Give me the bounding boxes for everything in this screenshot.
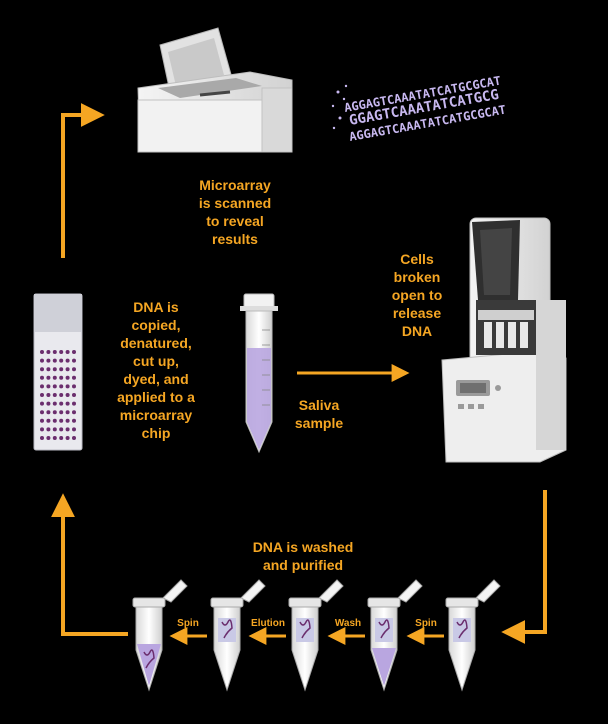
- chip-spot: [52, 375, 57, 380]
- step-label-wash: Wash: [334, 618, 362, 629]
- chip-spot: [72, 436, 76, 440]
- chip-spot: [59, 418, 64, 423]
- chip-spot: [65, 375, 70, 380]
- chip-spot: [46, 350, 51, 354]
- microcentrifuge-tube-icon: [210, 579, 266, 692]
- chip-spot: [72, 350, 76, 354]
- chip-spot: [59, 427, 64, 432]
- chip-spot: [59, 393, 64, 397]
- saliva-tube-icon: [240, 293, 278, 454]
- flow-arrow-tubes-to-chip: [51, 493, 128, 636]
- microcentrifuge-tube-icon: [445, 579, 501, 692]
- step-label-spin-second: Spin: [177, 618, 199, 629]
- chip-spot: [46, 418, 51, 423]
- microcentrifuge-tube-icon: [288, 579, 344, 692]
- chip-spot: [40, 350, 44, 354]
- chip-spot: [65, 436, 70, 440]
- cells-broken-label: Cells broken open to release DNA: [391, 251, 443, 339]
- chip-spot: [65, 358, 70, 363]
- chip-spot: [52, 410, 57, 415]
- chip-spot: [72, 375, 76, 380]
- chip-spot: [40, 375, 44, 380]
- chip-spot: [59, 350, 64, 354]
- chip-spot: [59, 410, 64, 415]
- chip-spot: [72, 427, 76, 432]
- chip-spot: [65, 401, 70, 406]
- microcentrifuge-tube-icon: [132, 579, 188, 692]
- chip-spot: [59, 367, 64, 372]
- chip-spot: [59, 358, 64, 363]
- chip-spot: [72, 384, 76, 389]
- chip-spot: [46, 410, 51, 415]
- chip-spot: [52, 418, 57, 423]
- chip-spot: [46, 427, 51, 432]
- dna-copied-label: DNA is copied, denatured, cut up, dyed, …: [117, 299, 195, 441]
- chip-spot: [52, 436, 57, 440]
- chip-spot: [40, 427, 44, 432]
- microarray-scanner-icon: [137, 27, 293, 153]
- chip-spot: [40, 367, 44, 372]
- chip-spot: [65, 367, 70, 372]
- flow-arrow-machine-to-tubes: [501, 490, 547, 644]
- chip-spot: [46, 358, 51, 363]
- chip-spot: [46, 367, 51, 372]
- chip-spot: [52, 384, 57, 389]
- chip-spot: [40, 401, 44, 406]
- tube-row: [132, 579, 501, 692]
- step-label-elution: Elution: [251, 618, 285, 629]
- chip-spot: [46, 384, 51, 389]
- chip-spot: [40, 358, 44, 363]
- chip-spot: [65, 410, 70, 415]
- chip-spot: [46, 401, 51, 406]
- chip-spot: [59, 375, 64, 380]
- chip-spot: [40, 384, 44, 389]
- chip-spot: [52, 358, 57, 363]
- chip-spot: [40, 436, 44, 440]
- chip-spot: [52, 393, 57, 397]
- microcentrifuge-tube-icon: [367, 579, 423, 692]
- chip-spot: [72, 367, 76, 372]
- dna-sequence-icon: AGGAGTCAAATATCATGCGCAT GGAGTCAAATATCATGC…: [331, 74, 507, 144]
- microarray-chip-icon: [33, 293, 83, 451]
- chip-spot: [52, 401, 57, 406]
- chip-spot: [72, 418, 76, 423]
- chip-spot: [40, 410, 44, 415]
- chip-spot: [72, 393, 76, 397]
- flow-arrow-chip-to-scanner: [61, 103, 105, 258]
- chip-spot: [65, 350, 70, 354]
- chip-spot: [52, 350, 57, 354]
- chip-spot: [46, 393, 51, 397]
- chip-spot: [65, 393, 70, 397]
- chip-spot: [72, 410, 76, 415]
- chip-spot: [59, 401, 64, 406]
- chip-spot: [65, 427, 70, 432]
- chip-spot: [65, 418, 70, 423]
- saliva-sample-label: Saliva sample: [294, 397, 344, 431]
- chip-spot: [59, 384, 64, 389]
- chip-spot: [65, 384, 70, 389]
- chip-spot: [72, 401, 76, 406]
- chip-spot: [40, 418, 44, 423]
- dna-washed-label: DNA is washed and purified: [252, 539, 354, 573]
- extraction-machine-icon: [441, 217, 567, 463]
- microarray-scanned-label: Microarray is scanned to reveal results: [198, 177, 272, 247]
- chip-spot: [59, 436, 64, 440]
- chip-spot: [46, 436, 51, 440]
- chip-spot: [52, 427, 57, 432]
- chip-spot: [72, 358, 76, 363]
- step-label-spin-first: Spin: [415, 618, 437, 629]
- chip-spot: [52, 367, 57, 372]
- chip-spot: [40, 393, 44, 397]
- chip-spot: [46, 375, 51, 380]
